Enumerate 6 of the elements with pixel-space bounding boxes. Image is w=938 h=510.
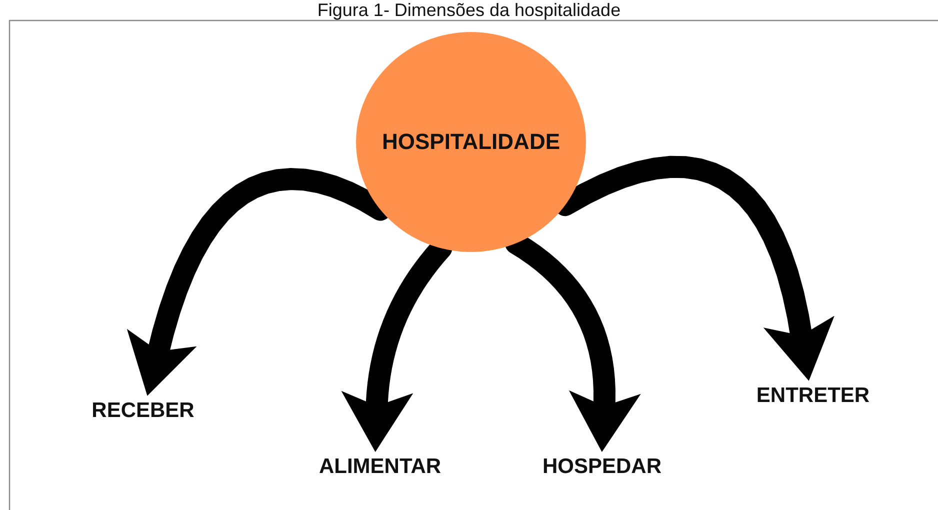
category-label: HOSPEDAR [525, 452, 679, 482]
category-label: ENTRETER [740, 381, 886, 411]
figure-title: Figura 1- Dimensões da hospitalidade [316, 1, 622, 19]
category-label: ALIMENTAR [300, 452, 460, 482]
category-label: RECEBER [72, 396, 214, 426]
node-label: HOSPITALIDADE [382, 129, 560, 155]
